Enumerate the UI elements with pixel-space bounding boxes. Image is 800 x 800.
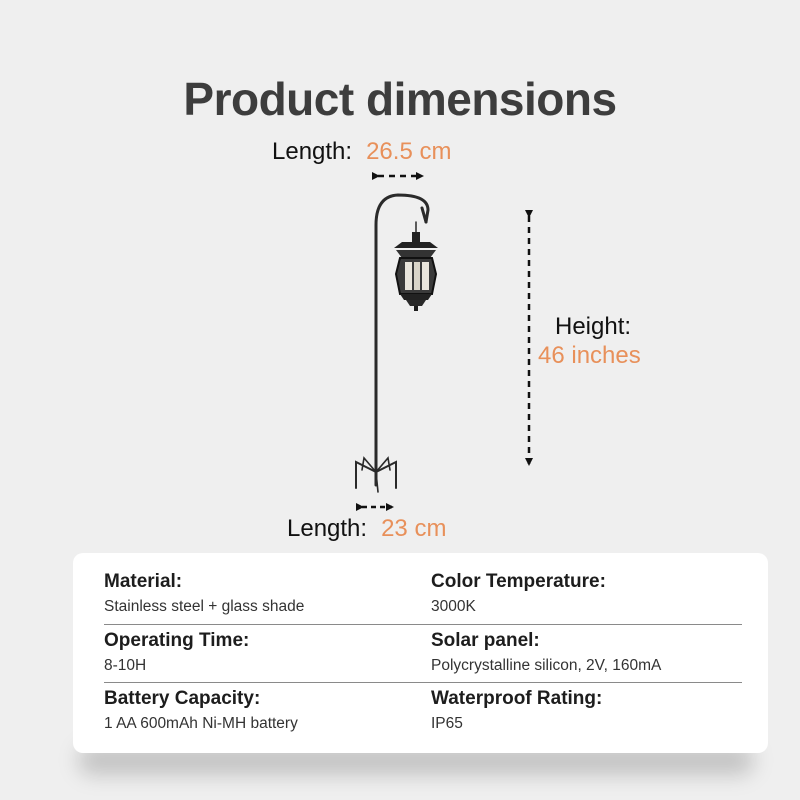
height-label: Height: bbox=[555, 313, 632, 340]
spec-color-temperature: Color Temperature: 3000K bbox=[431, 571, 606, 616]
bottom-length-value: 23 cm bbox=[381, 515, 447, 542]
top-length-value: 26.5 cm bbox=[366, 138, 452, 165]
spec-value: IP65 bbox=[431, 715, 463, 732]
bottom-length-label: Length: bbox=[287, 515, 368, 542]
spec-label: Solar panel: bbox=[431, 630, 540, 651]
shepherd-hook-icon bbox=[355, 193, 430, 493]
bottom-length-dimension: Length: 23 cm bbox=[287, 515, 446, 543]
spec-label: Material: bbox=[104, 571, 183, 592]
spec-value: Polycrystalline silicon, 2V, 160mA bbox=[431, 657, 662, 674]
spec-value: 8-10H bbox=[104, 657, 147, 674]
top-length-label: Length: bbox=[272, 138, 353, 165]
spec-label: Color Temperature: bbox=[431, 571, 606, 592]
spec-waterproof-rating: Waterproof Rating: IP65 bbox=[431, 688, 602, 733]
lantern-icon bbox=[394, 232, 438, 311]
spec-solar-panel: Solar panel: Polycrystalline silicon, 2V… bbox=[431, 630, 661, 675]
spec-material: Material: Stainless steel + glass shade bbox=[104, 571, 304, 616]
height-value: 46 inches bbox=[538, 342, 641, 369]
spec-value: 1 AA 600mAh Ni-MH battery bbox=[104, 715, 298, 732]
spec-value: 3000K bbox=[431, 598, 476, 615]
page-title: Product dimensions bbox=[183, 73, 617, 125]
spec-battery-capacity: Battery Capacity: 1 AA 600mAh Ni-MH batt… bbox=[104, 688, 298, 733]
spec-label: Battery Capacity: bbox=[104, 688, 261, 709]
spec-operating-time: Operating Time: 8-10H bbox=[104, 630, 249, 675]
top-length-dimension: Length: 26.5 cm bbox=[272, 138, 451, 166]
specs-card: Material: Stainless steel + glass shade … bbox=[73, 553, 768, 753]
spec-label: Operating Time: bbox=[104, 630, 250, 651]
spec-label: Waterproof Rating: bbox=[431, 688, 603, 709]
row-divider bbox=[104, 682, 742, 683]
spec-value: Stainless steel + glass shade bbox=[104, 598, 305, 615]
row-divider bbox=[104, 624, 742, 625]
